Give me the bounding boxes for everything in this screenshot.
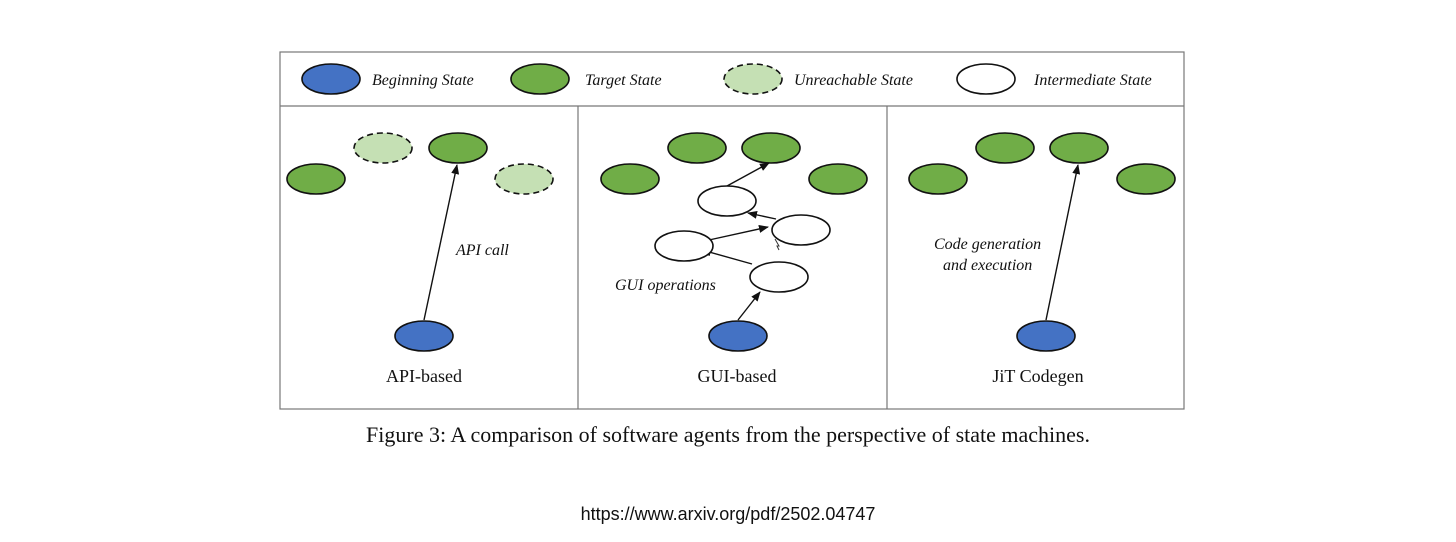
target-state-node [808, 163, 868, 195]
target-state-node [1049, 132, 1109, 164]
intermediate-state-node [697, 185, 757, 217]
state-machine-figure: Beginning State Target State Unreachable… [279, 51, 1185, 410]
gui-op-arrow [708, 225, 769, 241]
legend-unreachable-label: Unreachable State [794, 72, 913, 89]
intermediate-state-node [654, 230, 714, 262]
legend-intermediate-swatch [956, 63, 1016, 95]
target-state-node [975, 132, 1035, 164]
panel-gui-title: GUI-based [698, 366, 777, 386]
beginning-state-node [394, 320, 454, 352]
legend-beginning-label: Beginning State [372, 72, 474, 89]
target-state-node [667, 132, 727, 164]
panel-api: API call API-based [286, 132, 554, 386]
gui-op-arrow [737, 291, 761, 321]
figure-caption: Figure 3: A comparison of software agent… [366, 422, 1090, 447]
codegen-arrow [1045, 164, 1081, 321]
panel-api-title: API-based [386, 366, 462, 386]
cursor-icon [774, 238, 780, 251]
api-call-arrow [423, 164, 460, 321]
gui-op-arrow [747, 210, 777, 220]
target-state-node [908, 163, 968, 195]
beginning-state-node [1016, 320, 1076, 352]
intermediate-state-node [749, 261, 809, 293]
unreachable-state-node [353, 132, 413, 164]
target-state-node [428, 132, 488, 164]
target-state-node [1116, 163, 1176, 195]
panel-gui: GUI operations GUI-based [600, 132, 868, 386]
legend-unreachable-swatch [723, 63, 783, 95]
codegen-label-line1: Code generation [934, 236, 1041, 253]
codegen-label-line2: and execution [943, 257, 1032, 274]
source-url[interactable]: https://www.arxiv.org/pdf/2502.04747 [580, 504, 876, 524]
gui-operations-label: GUI operations [615, 277, 716, 294]
api-call-label: API call [455, 242, 509, 259]
unreachable-state-node [494, 163, 554, 195]
figure-frame [279, 51, 1185, 410]
intermediate-state-node [771, 214, 831, 246]
panel-jit-title: JiT Codegen [992, 366, 1083, 386]
target-state-node [741, 132, 801, 164]
legend-target-swatch [510, 63, 570, 95]
legend-beginning-swatch [301, 63, 361, 95]
beginning-state-node [708, 320, 768, 352]
legend-intermediate-label: Intermediate State [1033, 72, 1152, 89]
legend: Beginning State Target State Unreachable… [301, 63, 1152, 95]
legend-target-label: Target State [585, 72, 662, 89]
target-state-node [600, 163, 660, 195]
panel-jit: Code generation and execution JiT Codege… [908, 132, 1176, 386]
target-state-node [286, 163, 346, 195]
gui-op-arrow [726, 162, 770, 187]
